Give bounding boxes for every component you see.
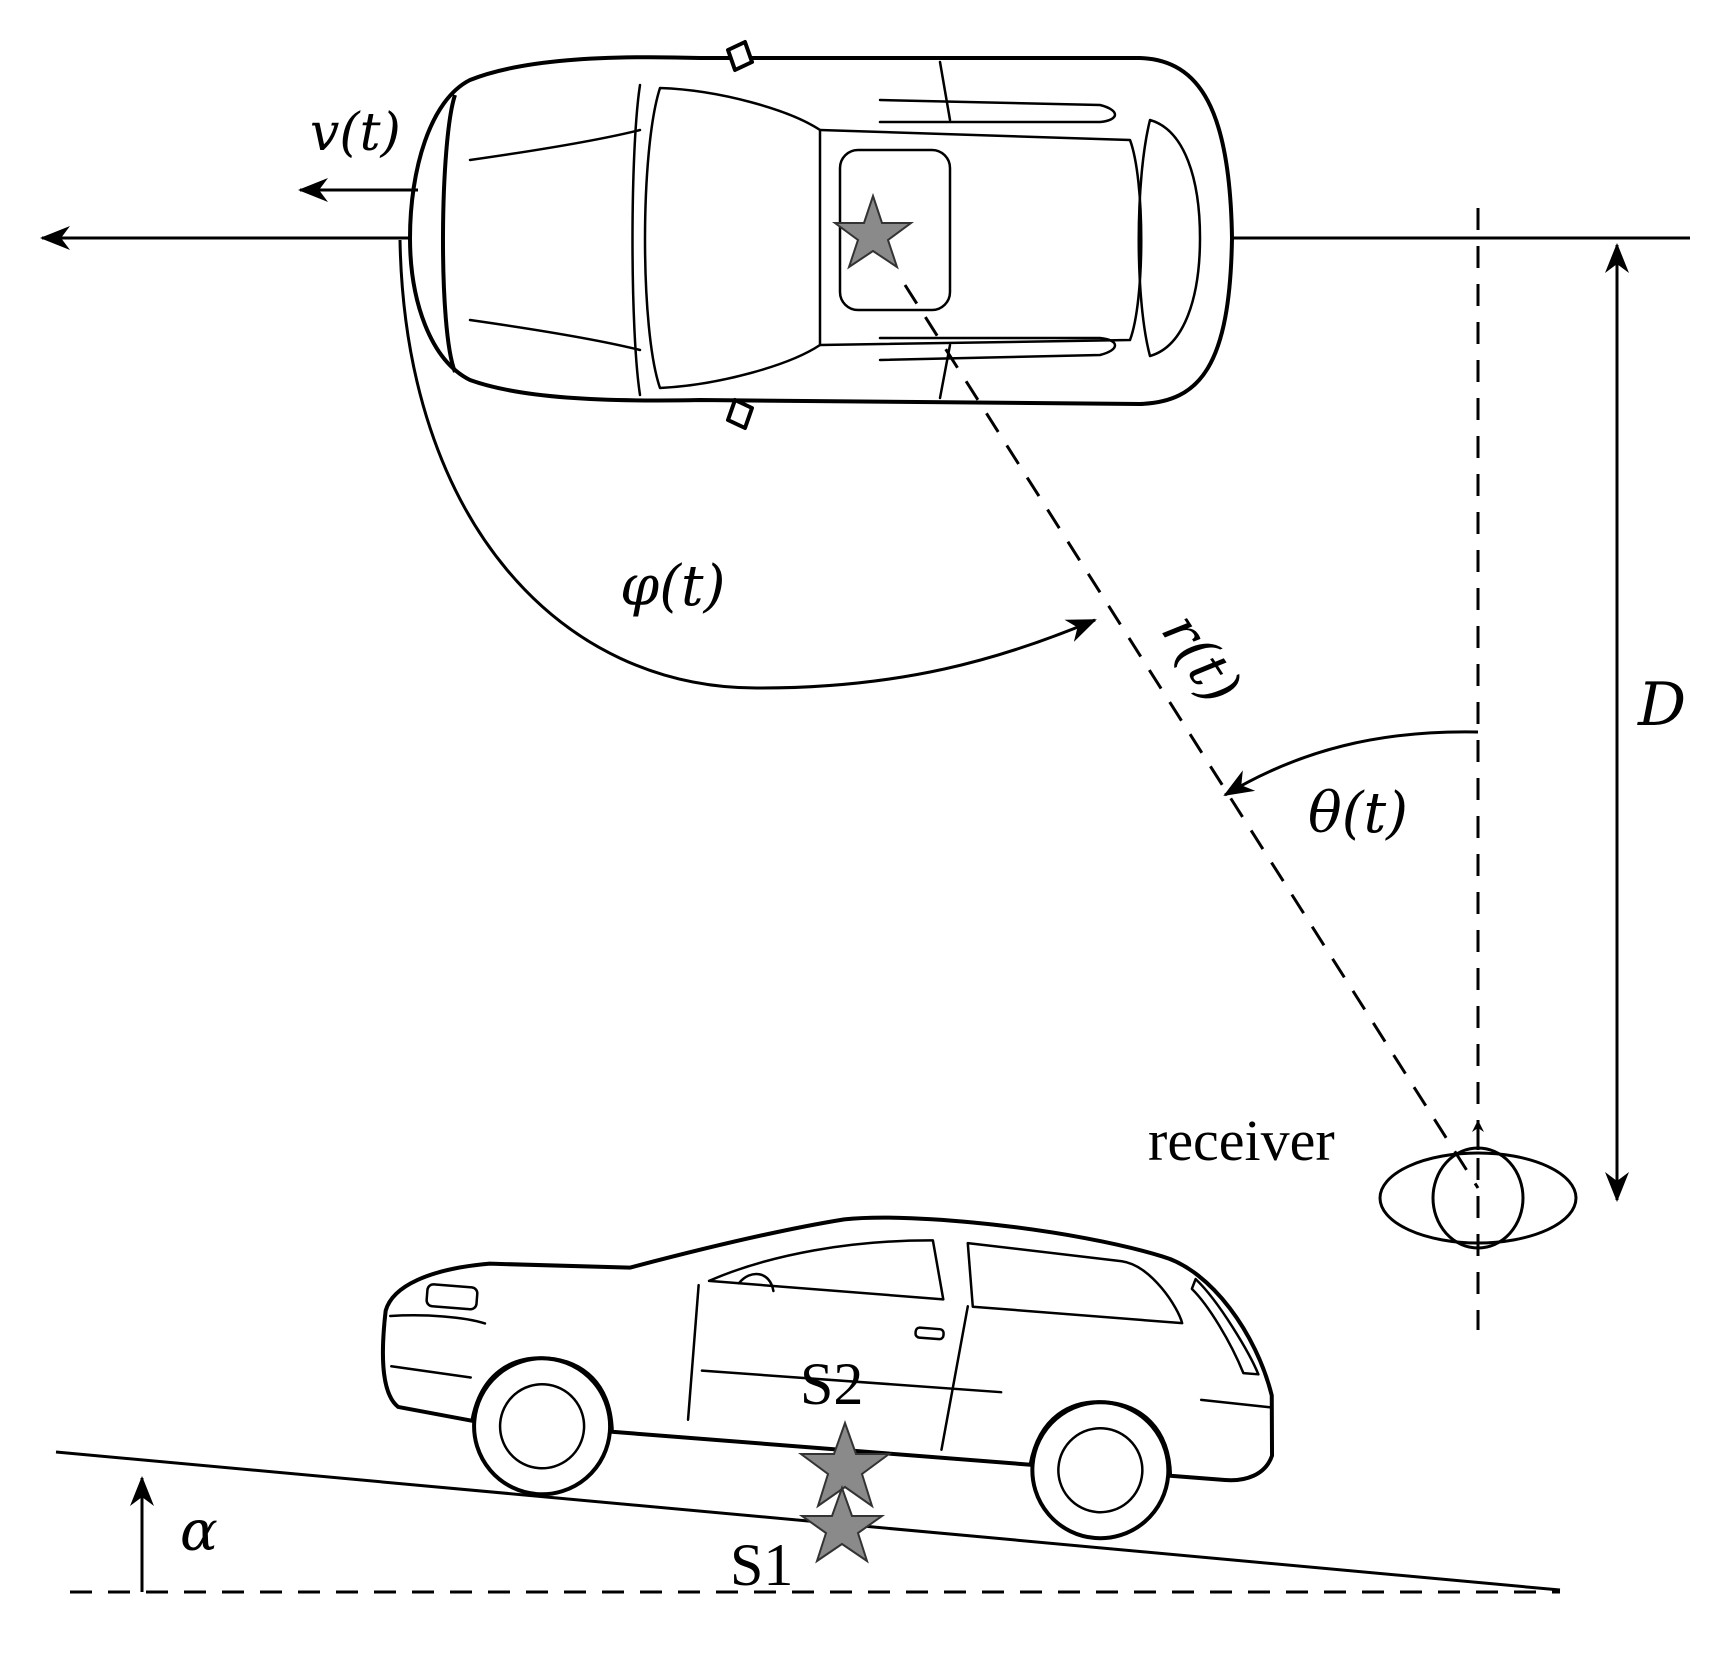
- phi-label: φ(t): [620, 554, 725, 619]
- distance-label: D: [1637, 670, 1686, 740]
- car-side-view: [380, 1215, 1275, 1541]
- source-star-top: [831, 192, 915, 270]
- receiver-label: receiver: [1148, 1108, 1335, 1173]
- range-label: r(t): [1148, 602, 1253, 715]
- car-top-view: [408, 40, 1234, 430]
- source1-label: S1: [730, 1532, 793, 1598]
- phi-arc: [398, 239, 1097, 690]
- receiver-icon: [1378, 1120, 1578, 1250]
- source2-label: S2: [800, 1351, 863, 1417]
- slope-label: α: [180, 1499, 218, 1564]
- source-star-s1: [798, 1485, 886, 1564]
- range-line: [903, 284, 1480, 1189]
- theta-label: θ(t): [1308, 781, 1408, 846]
- velocity-label: v(t): [310, 103, 401, 163]
- theta-arc: [1223, 730, 1479, 797]
- source-star-s2: [797, 1420, 893, 1509]
